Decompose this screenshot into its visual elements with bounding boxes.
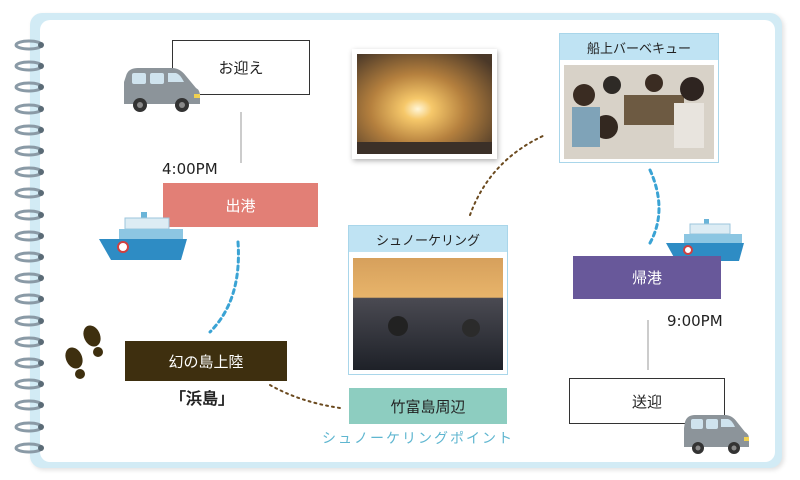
snorkel-caption: シュノーケリング <box>349 226 507 252</box>
ring-icon <box>14 124 44 136</box>
connector-departure-island <box>208 240 240 334</box>
ring-icon <box>14 145 44 157</box>
departure-box: 出港 <box>163 183 318 227</box>
bbq-photo <box>564 65 714 159</box>
island-landing-label: 幻の島上陸 <box>168 352 244 371</box>
bbq-card: 船上バーベキュー <box>559 33 719 163</box>
ring-icon <box>14 293 44 305</box>
ring-icon <box>14 378 44 390</box>
connector-island-area <box>269 384 341 409</box>
ring-icon <box>14 209 44 221</box>
ring-icon <box>14 166 44 178</box>
return-box: 帰港 <box>573 256 721 299</box>
ring-icon <box>14 272 44 284</box>
sunset-photo <box>357 54 492 154</box>
footprints-icon <box>65 325 103 379</box>
snorkel-card: シュノーケリング <box>348 225 508 375</box>
snorkel-photo <box>353 258 503 370</box>
van-icon <box>124 68 200 112</box>
pickup-label: お迎え <box>218 59 264 77</box>
island-landing-box: 幻の島上陸 <box>125 341 287 381</box>
dropoff-label: 送迎 <box>631 392 662 411</box>
ring-icon <box>14 315 44 327</box>
return-label: 帰港 <box>631 269 662 287</box>
ring-icon <box>14 60 44 72</box>
departure-label: 出港 <box>225 196 256 215</box>
ring-icon <box>14 421 44 433</box>
return-time: 9:00PM <box>667 312 723 330</box>
sunset-photo-frame <box>352 49 497 159</box>
departure-time: 4:00PM <box>162 160 218 178</box>
ring-icon <box>14 187 44 199</box>
area-box: 竹富島周辺 <box>349 388 507 424</box>
ring-icon <box>14 357 44 369</box>
bbq-caption: 船上バーベキュー <box>560 34 718 60</box>
ring-icon <box>14 442 44 454</box>
ring-icon <box>14 251 44 263</box>
island-name: 「浜島」 <box>170 389 235 408</box>
ring-icon <box>14 399 44 411</box>
connector-snorkel-bbq <box>469 134 546 216</box>
ring-icon <box>14 81 44 93</box>
connector-bbq-return <box>648 168 661 245</box>
ship-icon <box>99 212 187 260</box>
area-label: 竹富島周辺 <box>390 397 466 416</box>
ring-icon <box>14 336 44 348</box>
pickup-box: お迎え <box>172 40 310 95</box>
snorkel-point-label: シュノーケリングポイント <box>322 431 514 447</box>
ring-icon <box>14 230 44 242</box>
ring-icon <box>14 103 44 115</box>
ring-icon <box>14 39 44 51</box>
van-icon <box>684 415 749 454</box>
